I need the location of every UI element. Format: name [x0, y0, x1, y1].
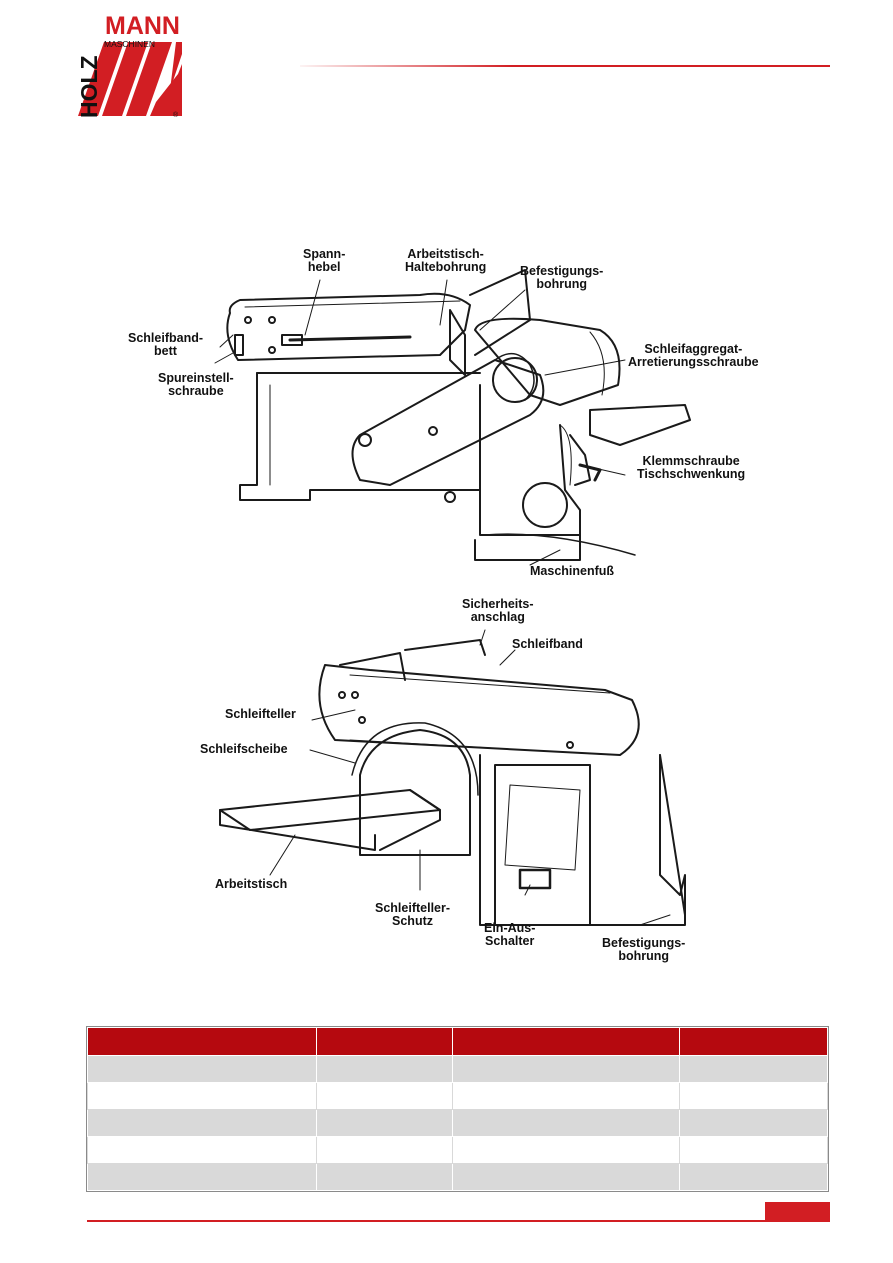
label-spannhebel: Spann- hebel	[303, 247, 346, 274]
logo-word-holz: HOLZ	[78, 55, 102, 118]
table-row	[87, 1055, 828, 1083]
machine-drawing	[214, 269, 691, 926]
label-schleifaggregat-arretierungsschraube: Schleifaggregat- Arretierungsschraube	[628, 342, 759, 369]
logo-word-maschinen: MASCHINEN	[104, 39, 155, 49]
label-befestigungsbohrung-top: Befestigungs- bohrung	[520, 264, 604, 291]
logo-registered-mark: ®	[173, 111, 179, 119]
header-rule	[300, 65, 830, 67]
table-header-cell	[87, 1027, 317, 1056]
label-arbeitstisch: Arbeitstisch	[215, 877, 288, 891]
label-befestigungsbohrung-bottom: Befestigungs- bohrung	[602, 936, 686, 963]
footer-rule	[87, 1220, 830, 1222]
logo-word-mann: MANN	[105, 14, 180, 40]
label-schleifscheibe: Schleifscheibe	[200, 742, 288, 756]
label-sicherheitsanschlag: Sicherheits- anschlag	[462, 597, 534, 624]
top-machine	[214, 269, 691, 566]
label-schleifteller: Schleifteller	[225, 707, 296, 721]
label-schleifbandbett: Schleifband- bett	[128, 331, 204, 358]
table-row	[87, 1082, 828, 1110]
table-row	[87, 1109, 828, 1137]
table-row	[87, 1136, 828, 1164]
label-spureinstellschraube: Spureinstell- schraube	[158, 371, 234, 398]
label-maschinenfuss: Maschinenfuß	[530, 564, 615, 578]
holzmann-logo: MANN MASCHINEN HOLZ ®	[78, 14, 182, 120]
table-row	[87, 1163, 828, 1191]
bottom-machine	[219, 629, 686, 926]
table-header-cell	[316, 1027, 453, 1056]
label-klemmschraube-tischschwenkung: Klemmschraube Tischschwenkung	[637, 454, 746, 481]
label-ein-aus-schalter: Ein-Aus- Schalter	[484, 921, 536, 948]
label-arbeitstisch-haltebohrung: Arbeitstisch- Haltebohrung	[405, 247, 487, 274]
spec-table	[86, 1026, 829, 1192]
table-header-cell	[452, 1027, 680, 1056]
page-number-tab	[765, 1202, 830, 1220]
label-schleifband: Schleifband	[512, 637, 583, 651]
label-schleifteller-schutz: Schleifteller- Schutz	[375, 901, 451, 928]
table-header-cell	[679, 1027, 828, 1056]
table-header-row	[87, 1027, 828, 1056]
